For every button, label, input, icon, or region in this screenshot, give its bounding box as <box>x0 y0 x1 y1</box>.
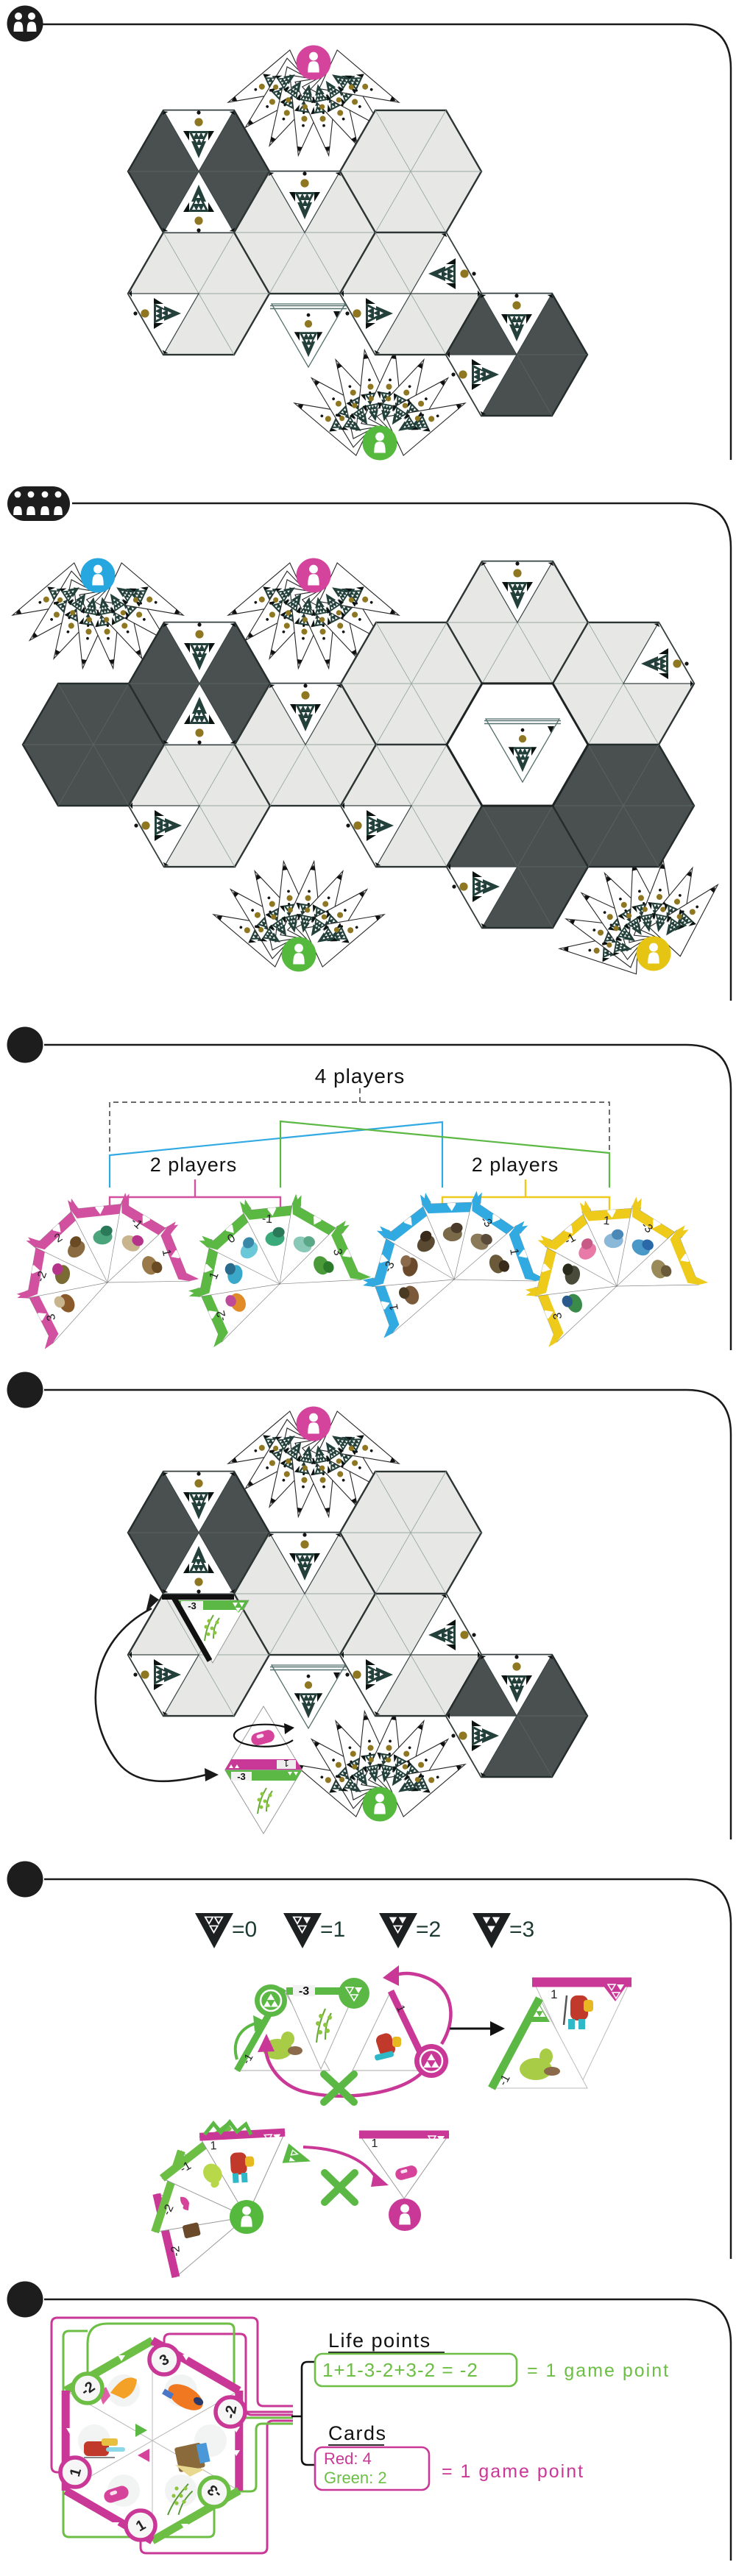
svg-text:-3: -3 <box>381 1260 397 1274</box>
svg-text:3: 3 <box>330 1247 344 1257</box>
svg-text:3: 3 <box>551 1311 565 1320</box>
svg-text:-3: -3 <box>237 1771 246 1782</box>
svg-text:=2: =2 <box>416 1917 441 1942</box>
svg-text:=0: =0 <box>232 1917 257 1942</box>
svg-text:1: 1 <box>160 1248 173 1257</box>
svg-text:2 players: 2 players <box>472 1154 559 1176</box>
svg-text:-2: -2 <box>169 2246 183 2257</box>
svg-text:1: 1 <box>283 1758 289 1769</box>
svg-text:1: 1 <box>372 2137 378 2150</box>
svg-text:-3: -3 <box>188 1600 197 1611</box>
svg-text:-2: -2 <box>222 2405 241 2420</box>
svg-text:2 players: 2 players <box>150 1154 238 1176</box>
svg-text:-2: -2 <box>215 1309 230 1322</box>
svg-text:Red: 4: Red: 4 <box>324 2449 372 2468</box>
svg-text:-3: -3 <box>299 1985 309 1998</box>
svg-text:1+1-3-2+3-2 = -2: 1+1-3-2+3-2 = -2 <box>322 2359 478 2381</box>
svg-text:1: 1 <box>551 1987 557 2001</box>
svg-text:1: 1 <box>67 2466 85 2478</box>
svg-text:4 players: 4 players <box>315 1065 406 1087</box>
svg-text:Cards: Cards <box>328 2422 387 2444</box>
svg-text:=3: =3 <box>509 1917 534 1942</box>
svg-text:1: 1 <box>603 1215 611 1228</box>
svg-text:Life points: Life points <box>328 2330 431 2352</box>
svg-text:1: 1 <box>388 1303 401 1312</box>
svg-text:-2: -2 <box>160 2202 177 2217</box>
svg-text:=1: =1 <box>320 1917 345 1942</box>
svg-text:1: 1 <box>210 2140 217 2152</box>
svg-text:= 1 game point: = 1 game point <box>442 2461 584 2482</box>
svg-text:Green: 2: Green: 2 <box>324 2469 387 2487</box>
svg-text:-1: -1 <box>261 1213 272 1226</box>
svg-text:1: 1 <box>507 1247 520 1256</box>
svg-text:-2: -2 <box>34 1269 49 1283</box>
svg-text:= 1 game point: = 1 game point <box>527 2360 670 2381</box>
